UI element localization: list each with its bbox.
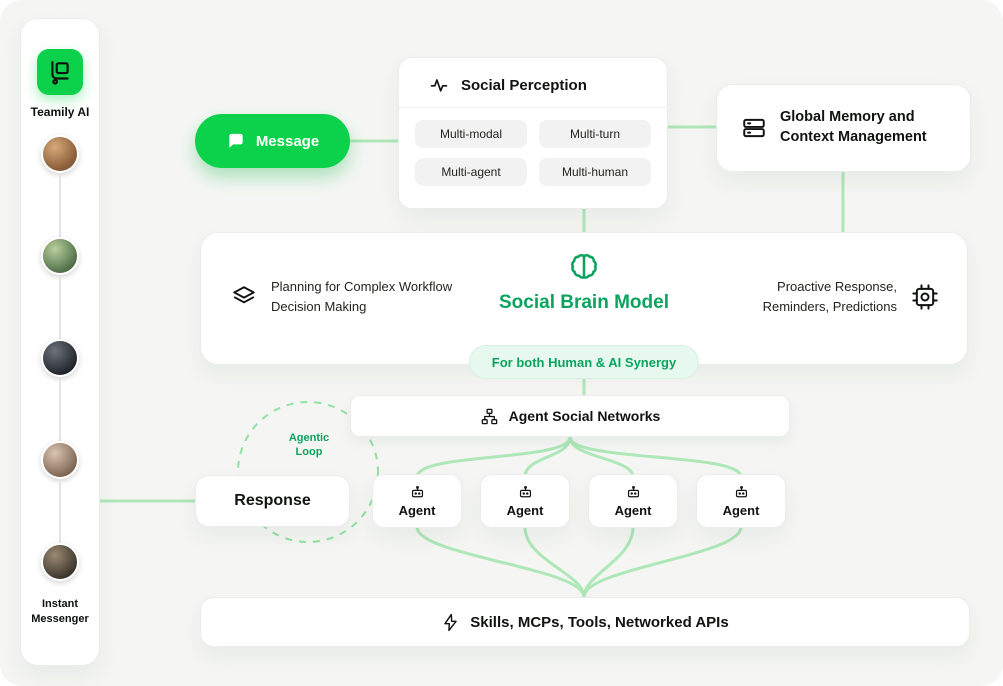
proactive-label: Proactive Response, Reminders, Predictio…	[763, 277, 897, 316]
tag-multi-turn: Multi-turn	[539, 120, 651, 148]
robot-icon	[625, 484, 642, 501]
social-brain-node: Planning for Complex Workflow Decision M…	[200, 232, 968, 365]
proactive-line-1: Proactive Response,	[777, 279, 897, 294]
agentic-loop-line-1: Agentic	[288, 432, 330, 444]
chip-icon	[911, 283, 939, 311]
agent-label: Agent	[398, 503, 436, 518]
planning-line-2: Decision Making	[271, 298, 367, 314]
messenger-sidebar: Teamily AI Instant Messenger	[20, 18, 100, 666]
server-icon	[741, 115, 767, 141]
tag-multi-modal: Multi-modal	[415, 120, 527, 148]
agent-node: Agent	[372, 474, 462, 528]
planning-line-1: Planning for Complex Workflow	[271, 279, 453, 294]
agent-node: Agent	[588, 474, 678, 528]
teamily-logo	[37, 49, 83, 95]
contact-avatar-list	[41, 135, 79, 581]
tag-multi-agent: Multi-agent	[415, 158, 527, 186]
footer-line-1: Instant	[41, 598, 79, 610]
sidebar-footer-label: Instant Messenger	[31, 597, 88, 627]
avatar-photo	[41, 237, 79, 275]
planning-block: Planning for Complex Workflow Decision M…	[231, 277, 452, 316]
teamily-logo-icon	[47, 59, 73, 85]
agentic-loop-label: Agentic Loop	[289, 431, 329, 460]
avatar-connector-line	[59, 173, 61, 237]
brain-title: Social Brain Model	[499, 292, 669, 313]
proactive-line-2: Reminders, Predictions	[762, 298, 897, 314]
agent-network-node: Agent Social Networks	[350, 395, 790, 437]
social-perception-title: Social Perception	[461, 76, 587, 94]
footer-line-2: Messenger	[31, 612, 89, 625]
global-memory-label: Global Memory and Context Management	[780, 108, 927, 147]
global-memory-line-1: Global Memory and	[780, 109, 915, 126]
agentic-loop-line-2: Loop	[295, 446, 323, 459]
avatar-connector-line	[59, 377, 61, 441]
proactive-block: Proactive Response, Reminders, Predictio…	[763, 277, 939, 316]
message-label: Message	[255, 132, 320, 150]
agentic-loop-circle	[237, 401, 379, 543]
skills-node: Skills, MCPs, Tools, Networked APIs	[200, 597, 970, 647]
response-label: Response	[234, 492, 311, 509]
robot-icon	[409, 484, 426, 501]
global-memory-line-2: Context Management	[780, 129, 927, 145]
avatar-photo	[41, 441, 79, 479]
brain-center-block: Social Brain Model	[201, 250, 967, 314]
planning-label: Planning for Complex Workflow Decision M…	[271, 277, 452, 316]
agent-label: Agent	[614, 503, 652, 518]
avatar-photo	[41, 339, 79, 377]
hierarchy-icon	[480, 407, 499, 426]
brand-name: Teamily AI	[30, 105, 90, 119]
message-node: Message	[195, 114, 350, 168]
social-perception-header: Social Perception	[399, 58, 667, 108]
synergy-label: For both Human & AI Synergy	[491, 354, 677, 370]
avatar-photo	[41, 135, 79, 173]
agent-network-label: Agent Social Networks	[508, 408, 661, 424]
avatar-photo	[41, 543, 79, 581]
avatar-connector-line	[59, 479, 61, 543]
robot-icon	[517, 484, 534, 501]
robot-icon	[733, 484, 750, 501]
agent-node: Agent	[696, 474, 786, 528]
social-perception-node: Social Perception Multi-modal Multi-turn…	[398, 57, 668, 209]
social-perception-tags: Multi-modal Multi-turn Multi-agent Multi…	[399, 108, 667, 186]
synergy-badge: For both Human & AI Synergy	[468, 345, 700, 379]
response-node: Response	[195, 475, 350, 527]
chat-bubble-icon	[226, 131, 246, 151]
skills-label: Skills, MCPs, Tools, Networked APIs	[470, 613, 729, 631]
avatar-connector-line	[59, 275, 61, 339]
activity-icon	[429, 75, 449, 95]
agent-node: Agent	[480, 474, 570, 528]
layers-icon	[231, 284, 257, 310]
brain-icon	[566, 250, 602, 286]
bolt-icon	[441, 613, 460, 632]
agent-label: Agent	[506, 503, 544, 518]
tag-multi-human: Multi-human	[539, 158, 651, 186]
agent-label: Agent	[722, 503, 760, 518]
global-memory-node: Global Memory and Context Management	[716, 84, 971, 172]
